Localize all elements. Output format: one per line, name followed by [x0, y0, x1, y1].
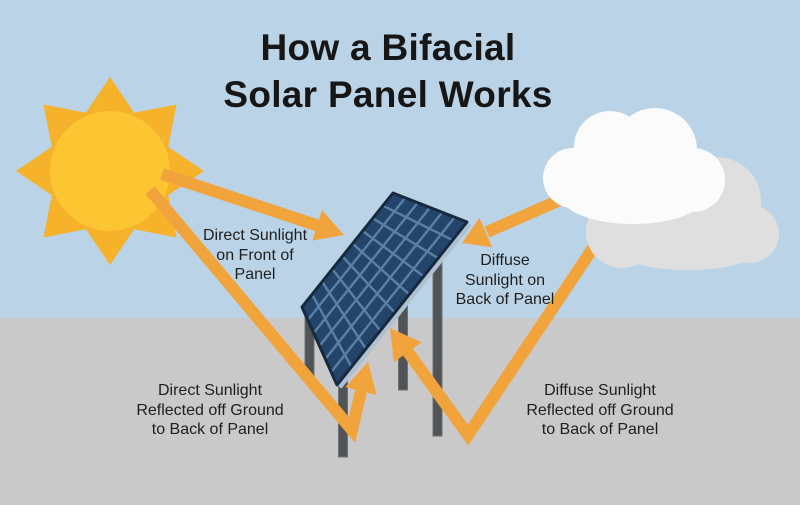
panel-frame [300, 191, 469, 387]
title-line-2: Solar Panel Works [223, 74, 553, 115]
sun-icon [16, 77, 204, 265]
label-direct-sunlight-front: Direct Sunlight on Front of Panel [203, 226, 307, 285]
solar-panel-icon [300, 191, 472, 389]
cloud-front [543, 108, 725, 224]
label-line: Direct Sunlight [157, 382, 263, 399]
arrow-shaft [145, 186, 367, 444]
title-line-1: How a Bifacial [260, 27, 516, 68]
direct-sunlight-front-arrow [160, 168, 344, 241]
label-line: Reflected off Ground [526, 401, 674, 419]
label-line: Back of Panel [455, 291, 555, 308]
label-line: Direct Sunlight [202, 227, 308, 244]
label-line: Diffuse Sunlight [544, 382, 656, 399]
sun-core [50, 111, 170, 231]
light-beams [145, 168, 600, 446]
arrow-head-icon [345, 362, 377, 395]
arrow-head-icon [312, 210, 344, 241]
label-line: Panel [234, 266, 276, 283]
arrow-shaft [160, 168, 321, 232]
cloud-icon [543, 108, 779, 270]
direct-sunlight-reflected-arrow [145, 186, 377, 444]
arrow-head-icon [390, 328, 422, 363]
arrow-shaft [403, 241, 600, 446]
label-line: Sunlight on [464, 271, 546, 289]
label-line: Diffuse [480, 252, 530, 269]
label-line: Reflected off Ground [136, 401, 284, 419]
label-diffuse-sunlight-back: Diffuse Sunlight on Back of Panel [456, 251, 555, 310]
arrow-head-icon [462, 217, 493, 248]
panel-grid [306, 197, 456, 373]
label-direct-sunlight-reflected: Direct Sunlight Reflected off Ground to … [136, 381, 283, 440]
page-title: How a Bifacial Solar Panel Works [223, 24, 552, 118]
panel-edge-highlight [337, 222, 472, 389]
label-line: on Front of [216, 246, 294, 264]
diffuse-sunlight-reflected-arrow [390, 241, 600, 446]
label-diffuse-sunlight-reflected: Diffuse Sunlight Reflected off Ground to… [526, 381, 673, 440]
label-line: to Back of Panel [541, 421, 659, 438]
label-line: to Back of Panel [151, 421, 269, 438]
